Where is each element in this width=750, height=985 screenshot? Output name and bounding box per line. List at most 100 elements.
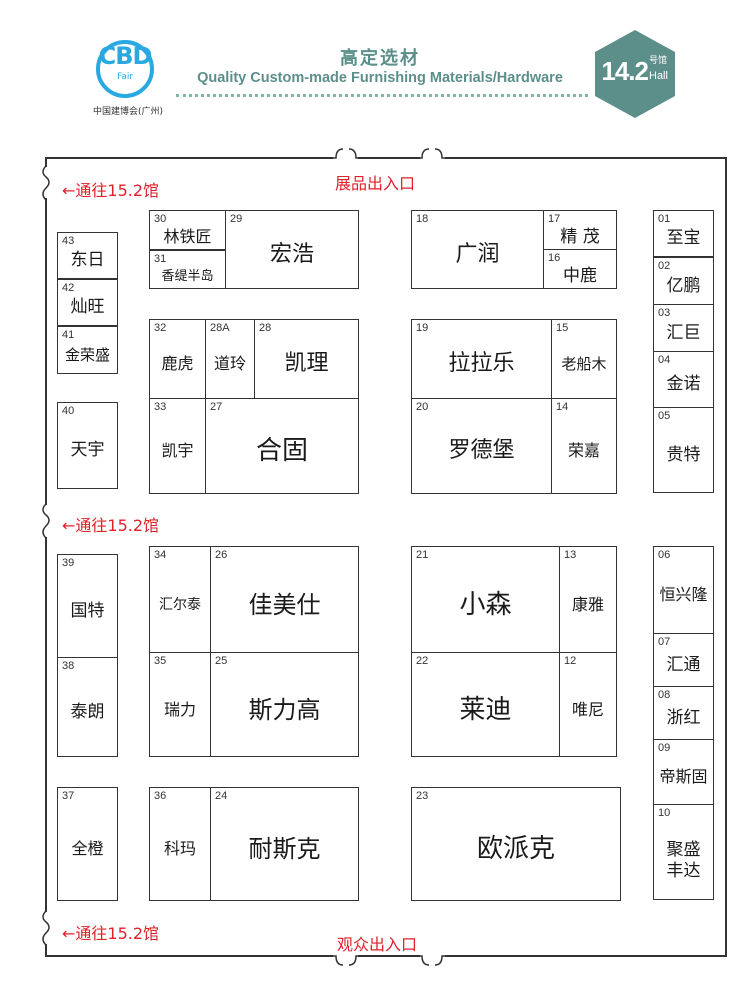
booth-number: 33 [154, 401, 167, 413]
booth-22[interactable]: 22 莱迪 [411, 652, 560, 757]
booth-34[interactable]: 34 汇尔泰 [149, 546, 211, 653]
hall-number: 14.2 [601, 56, 649, 86]
booth-name: 全橙 [71, 839, 104, 858]
booth-15[interactable]: 15 老船木 [551, 319, 617, 399]
wall-break-top [42, 166, 50, 200]
page-title: 高定选材 [340, 48, 420, 69]
booth-name: 唯尼 [571, 699, 604, 719]
booth-name: 宏浩 [269, 241, 314, 267]
booth-number: 25 [215, 655, 228, 667]
booth-number: 13 [564, 549, 577, 561]
booth-number: 16 [548, 252, 561, 264]
booth-name: 斯力高 [248, 695, 321, 724]
left-wall-2 [45, 198, 47, 505]
booth-25[interactable]: 25 斯力高 [210, 652, 359, 757]
booth-number: 15 [556, 322, 569, 334]
booth-name: 凯宇 [161, 441, 194, 460]
booth-name: 汇尔泰 [159, 596, 201, 613]
booth-number: 22 [416, 655, 429, 667]
booth-name: 欧派克 [476, 834, 555, 864]
booth-number: 24 [215, 790, 228, 802]
page-subtitle: Quality Custom-made Furnishing Materials… [197, 70, 563, 86]
booth-number: 20 [416, 401, 429, 413]
booth-name: 东日 [70, 250, 105, 270]
booth-name: 中鹿 [563, 265, 597, 286]
booth-number: 28 [259, 322, 272, 334]
left-wall-4 [45, 944, 47, 957]
booth-name: 恒兴隆 [659, 585, 708, 604]
booth-number: 34 [154, 549, 167, 561]
booth-10[interactable]: 10 聚盛丰达 [653, 804, 714, 900]
top-wall-left [45, 157, 333, 159]
booth-number: 31 [154, 253, 167, 265]
booth-number: 19 [416, 322, 429, 334]
visitor-entrance-label: 观众出入口 [337, 935, 418, 954]
booth-06[interactable]: 06 恒兴隆 [653, 546, 714, 634]
booth-number: 23 [416, 790, 429, 802]
booth-name: 聚盛丰达 [666, 840, 701, 881]
left-wall-3 [45, 537, 47, 912]
booth-33[interactable]: 33 凯宇 [149, 398, 206, 494]
booth-28[interactable]: 28 凯理 [254, 319, 359, 399]
booth-number: 09 [658, 742, 671, 754]
booth-27[interactable]: 27 合固 [205, 398, 359, 494]
booth-name: 合固 [255, 436, 308, 466]
wall-break-middle [42, 504, 50, 538]
logo-caption: 中国建博会(广州) [92, 107, 164, 117]
booth-number: 10 [658, 807, 671, 819]
booth-number: 05 [658, 410, 671, 422]
booth-23[interactable]: 23 欧派克 [411, 787, 621, 901]
booth-name: 凯理 [284, 351, 329, 376]
booth-number: 06 [658, 549, 671, 561]
booth-name: 老船木 [561, 354, 607, 373]
booth-name: 莱迪 [459, 694, 512, 725]
booth-name: 道玲 [213, 354, 246, 373]
booth-number: 42 [62, 282, 75, 294]
booth-number: 18 [416, 213, 429, 225]
to-hall-link-bottom[interactable]: ←通往15.2馆 [62, 924, 160, 943]
booth-number: 27 [210, 401, 223, 413]
booth-name: 鹿虎 [161, 354, 194, 373]
left-wall-1 [45, 157, 47, 167]
to-hall-link-middle[interactable]: ←通往15.2馆 [62, 516, 160, 535]
door-symbol-bottom-left [332, 955, 360, 966]
booth-number: 41 [62, 329, 75, 341]
to-hall-link-top[interactable]: ←通往15.2馆 [62, 181, 160, 200]
booth-name: 荣嘉 [567, 441, 600, 460]
top-wall-middle [358, 157, 420, 159]
booth-name: 国特 [70, 600, 105, 621]
